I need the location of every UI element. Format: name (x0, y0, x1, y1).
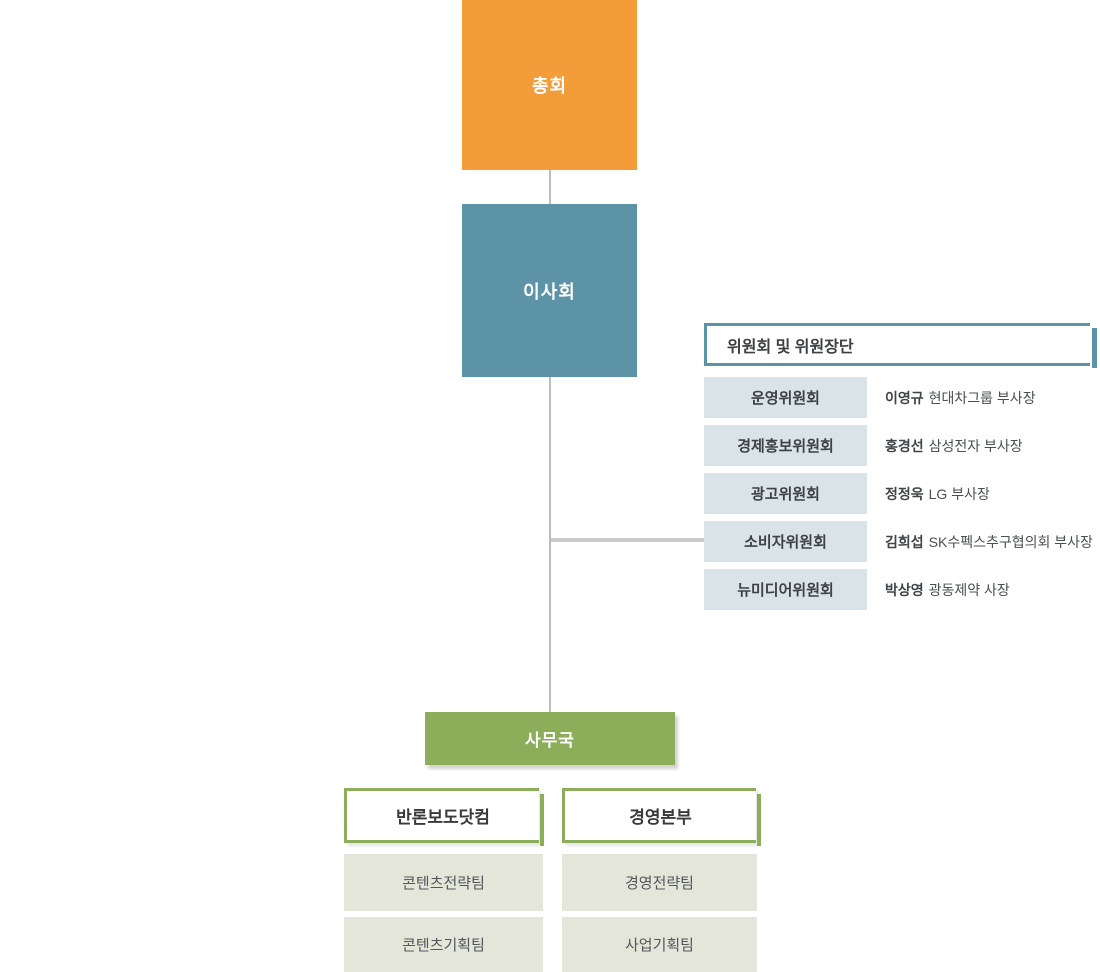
committee-panel-title: 위원회 및 위원장단 (704, 323, 1097, 368)
team-box: 콘텐츠기획팀 (344, 917, 543, 972)
chair-name: 박상영 (885, 581, 924, 598)
connector-board-secretariat (549, 377, 551, 712)
committee-name-box: 경제홍보위원회 (704, 425, 867, 466)
committee-name-box: 광고위원회 (704, 473, 867, 514)
chair-title: LG 부사장 (928, 485, 990, 502)
chair-title: 삼성전자 부사장 (928, 437, 1023, 454)
chair-name: 정정욱 (885, 485, 924, 502)
chair-title: 광동제약 사장 (928, 581, 1010, 598)
chair-title: 현대차그룹 부사장 (928, 389, 1036, 406)
chair-name: 김희섭 (885, 533, 924, 550)
secretariat-box: 사무국 (425, 712, 675, 765)
committee-name-box: 소비자위원회 (704, 521, 867, 562)
board-box: 이사회 (462, 204, 637, 377)
general-assembly-box: 총회 (462, 0, 637, 170)
connector-committee-branch (551, 538, 704, 542)
team-box: 콘텐츠전략팀 (344, 854, 543, 911)
chair-name: 홍경선 (885, 437, 924, 454)
committee-name-box: 운영위원회 (704, 377, 867, 418)
team-box: 사업기획팀 (562, 917, 757, 972)
chair-title: SK수펙스추구협의회 부사장 (928, 533, 1093, 550)
committee-name-box: 뉴미디어위원회 (704, 569, 867, 610)
team-box: 경영전략팀 (562, 854, 757, 911)
connector-assembly-board (549, 170, 551, 204)
chair-name: 이영규 (885, 389, 924, 406)
department-banronbodo-box: 반론보도닷컴 (344, 788, 544, 846)
department-management-box: 경영본부 (562, 788, 761, 846)
